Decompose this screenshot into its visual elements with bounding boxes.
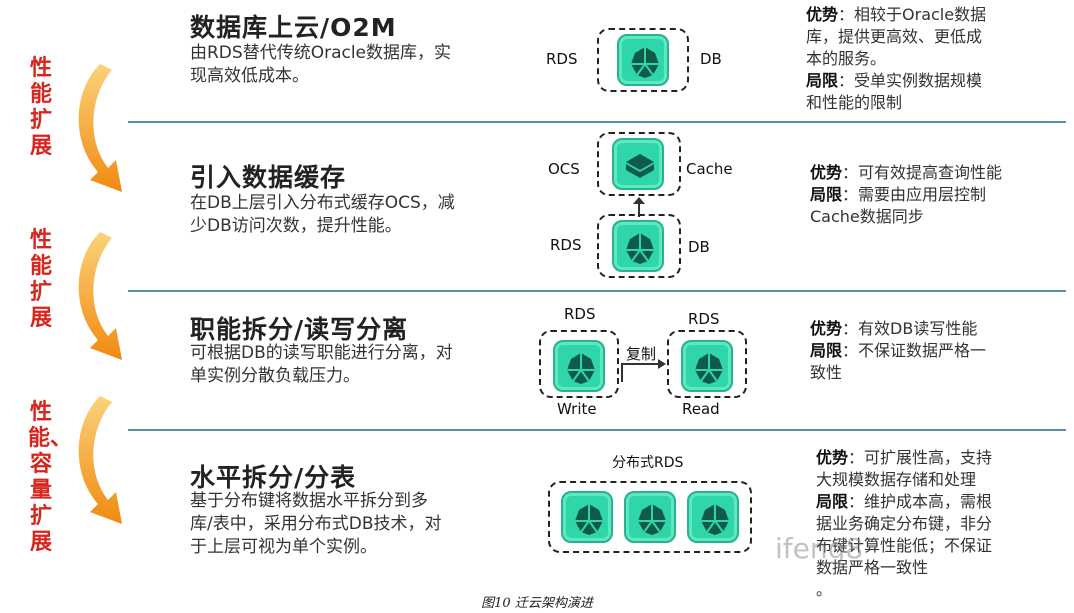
row-4-desc-line-2: 库/表中，采用分布式DB技术，对: [190, 514, 442, 534]
row-2-desc: 在DB上层引入分布式缓存OCS，减 少DB访问次数，提升性能。: [190, 192, 455, 238]
row-4-desc-line-3: 于上层可视为单个实例。: [190, 537, 377, 557]
row-1-adv-label: 优势: [806, 5, 839, 24]
row-3-notes: 优势：有效DB读写性能 局限：不保证数据严格一 致性: [810, 318, 986, 384]
row-2-lim-label: 局限: [810, 185, 843, 204]
database-icon: [553, 340, 605, 392]
row-1-lim-line-2: 和性能的限制: [806, 93, 903, 112]
row-4-lim-line-2: 据业务确定分布键，非分: [816, 514, 993, 533]
left-label-3: 性能、容量扩展: [28, 400, 73, 555]
row-1-title: 数据库上云/O2M: [190, 13, 397, 42]
left-label-2: 性能扩展: [29, 228, 52, 331]
row-3-title: 职能拆分/读写分离: [190, 315, 409, 344]
row-divider-3: [128, 429, 1066, 431]
row-3-lim-label: 局限: [810, 341, 843, 360]
row-3-read-label: Read: [682, 400, 720, 418]
watermark: ifeng8: [775, 532, 864, 565]
database-icon: [681, 340, 733, 392]
left-label-1: 性能扩展: [29, 56, 52, 159]
row-divider-1: [128, 121, 1066, 123]
row-3-desc: 可根据DB的读写职能进行分离，对 单实例分散负载压力。: [190, 342, 453, 388]
row-4-notes: 优势：可扩展性高，支持 大规模数据存储和处理 局限：维护成本高，需根 据业务确定…: [816, 447, 992, 601]
row-divider-2: [128, 290, 1066, 292]
row-2-ocs-label: OCS: [548, 160, 580, 178]
row-2-lim-line-1: ：需要由应用层控制: [842, 185, 987, 204]
row-1-adv-line-1: ：相较于Oracle数据: [838, 5, 987, 24]
row-4-title: 水平拆分/分表: [190, 463, 357, 492]
right-arrow-icon: [621, 359, 666, 382]
database-icon: [561, 491, 613, 543]
row-4-lim-line-3: 布键计算性能低；不保证: [816, 536, 993, 555]
row-1-lim-label: 局限: [806, 71, 839, 90]
curved-arrow-icon-3: [78, 396, 122, 524]
row-2-desc-line-2: 少DB访问次数，提升性能。: [190, 216, 402, 236]
row-2-title: 引入数据缓存: [190, 163, 347, 192]
row-4-adv-line-1: ：可扩展性高，支持: [848, 448, 993, 467]
curved-arrow-icon-2: [78, 232, 122, 360]
row-3-lim-line-1: ：不保证数据严格一: [842, 341, 987, 360]
curved-arrow-icon-1: [78, 64, 122, 192]
row-3-left-rds-label: RDS: [564, 305, 596, 323]
row-4-lim-line-5: 。: [816, 580, 833, 599]
row-4-lim-line-1: ：维护成本高，需根: [848, 492, 993, 511]
row-2-desc-line-1: 在DB上层引入分布式缓存OCS，减: [190, 193, 455, 213]
row-2-adv-line-1: ：可有效提高查询性能: [842, 163, 1003, 182]
row-3-adv-label: 优势: [810, 319, 843, 338]
row-2-notes: 优势：可有效提高查询性能 局限：需要由应用层控制 Cache数据同步: [810, 162, 1002, 228]
row-1-adv-line-3: 本的服务。: [806, 49, 887, 68]
row-2-rds-label: RDS: [550, 236, 582, 254]
row-1-adv-line-2: 库，提供更高效、更低成: [806, 27, 983, 46]
row-1-db-frame: [597, 28, 689, 92]
row-1-desc: 由RDS替代传统Oracle数据库，实 现高效低成本。: [190, 42, 451, 88]
row-3-desc-line-2: 单实例分散负载压力。: [190, 366, 360, 386]
row-4-desc-line-1: 基于分布键将数据水平拆分到多: [190, 491, 428, 511]
row-2-lim-line-2: Cache数据同步: [810, 207, 924, 226]
database-icon: [687, 491, 739, 543]
row-1-desc-line-1: 由RDS替代传统Oracle数据库，实: [190, 43, 452, 63]
row-1-right-label: DB: [700, 50, 722, 68]
cache-icon: [612, 138, 664, 190]
row-3-right-rds-label: RDS: [688, 310, 720, 328]
row-2-cache-label: Cache: [686, 160, 733, 178]
row-3-lim-line-2: 致性: [810, 363, 843, 382]
row-4-adv-line-2: 大规模数据存储和处理: [816, 470, 977, 489]
row-4-desc: 基于分布键将数据水平拆分到多 库/表中，采用分布式DB技术，对 于上层可视为单个…: [190, 490, 441, 559]
row-3-write-frame: [539, 330, 619, 398]
database-icon: [612, 220, 664, 272]
row-4-lim-line-4: 数据严格一致性: [816, 558, 929, 577]
row-4-lim-label: 局限: [816, 492, 849, 511]
row-3-write-label: Write: [557, 400, 597, 418]
row-3-read-frame: [667, 330, 747, 398]
row-3-copy-label: 复制: [626, 345, 657, 363]
database-icon: [617, 34, 669, 86]
row-1-lim-line-1: ：受单实例数据规模: [838, 71, 983, 90]
database-icon: [624, 491, 676, 543]
row-1-notes: 优势：相较于Oracle数据 库，提供更高效、更低成 本的服务。 局限：受单实例…: [806, 4, 986, 114]
row-1-left-label: RDS: [546, 50, 578, 68]
row-2-db-label: DB: [688, 238, 710, 256]
row-2-adv-label: 优势: [810, 163, 843, 182]
row-4-adv-label: 优势: [816, 448, 849, 467]
row-4-distributed-label: 分布式RDS: [612, 455, 684, 471]
row-2-db-frame: [597, 214, 681, 278]
row-1-desc-line-2: 现高效低成本。: [190, 66, 309, 86]
figure-caption: 图10 迁云架构演进: [481, 596, 593, 611]
row-4-distributed-frame: [548, 481, 752, 553]
row-2-cache-frame: [597, 132, 681, 196]
row-3-desc-line-1: 可根据DB的读写职能进行分离，对: [190, 343, 453, 363]
row-3-adv-line-1: ：有效DB读写性能: [842, 319, 978, 338]
